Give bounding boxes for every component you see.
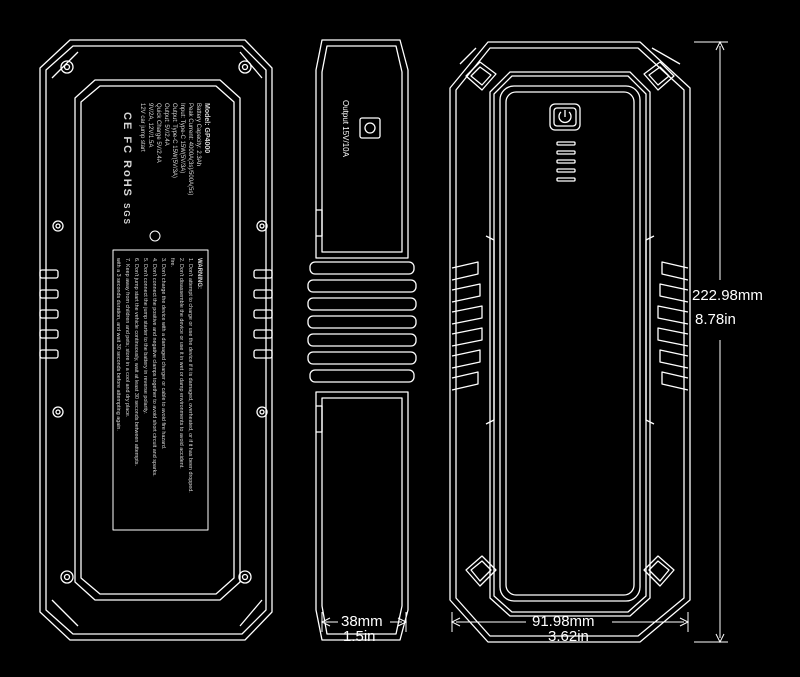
warning-line: 5. Don't connect the jump starter to the…	[142, 258, 148, 414]
warning-box	[112, 249, 209, 531]
back-outer-shell	[39, 39, 273, 641]
side-lower-body	[315, 391, 409, 641]
warning-line: 3. Don't charge the device with a damage…	[160, 258, 166, 450]
thickness-in-label: 1.5in	[343, 628, 376, 645]
warning-line: 2. Don't disassemble the device or use i…	[178, 258, 184, 469]
ce-mark-icon: CE	[121, 112, 133, 132]
spec-line: Battery Capacity: 2.3Ah	[195, 103, 201, 167]
side-upper-body	[315, 39, 409, 259]
back-grip-ribs	[39, 269, 273, 359]
warning-line: with a 3 seconds duration, and wait 30 s…	[115, 258, 121, 431]
cert-marks: CE FC RoHS SGS	[121, 112, 133, 226]
spec-line: Output: Type-C 15W(5V/3A)	[171, 103, 177, 178]
thickness-dimension	[320, 612, 408, 632]
front-outer-shell	[449, 41, 691, 643]
back-view	[39, 39, 273, 641]
warning-line: 4. Don't connect the positive and negati…	[151, 258, 157, 477]
height-dimension	[694, 40, 728, 644]
height-in-label: 8.78in	[695, 311, 736, 328]
warning-title: WARNING:	[196, 258, 202, 289]
sgs-mark-icon: SGS	[122, 203, 131, 226]
power-button	[549, 103, 581, 131]
front-view	[449, 41, 691, 643]
spec-line: 9V/2A, 12V/1.5A	[147, 103, 153, 148]
spec-line: Input: Type-C 15W(5V/3A)	[179, 103, 185, 174]
height-mm-label: 222.98mm	[692, 287, 763, 304]
product-spec-label: Model: GP4000 Battery Capacity: 2.3Ah Pe…	[138, 103, 210, 195]
width-in-label: 3.62in	[548, 628, 589, 645]
back-corner-screws	[52, 60, 268, 584]
front-corner-pads	[465, 61, 675, 587]
width-mm-label: 91.98mm	[532, 613, 595, 630]
front-side-ribs	[451, 261, 689, 391]
warning-line: fire.	[169, 258, 175, 267]
front-panel	[499, 85, 641, 602]
width-dimension	[450, 612, 690, 632]
spec-line: Quick Charge 5V/2.4A	[155, 103, 161, 163]
warning-line: 1. Don't attempt to charge or use the de…	[187, 258, 193, 493]
spec-line: Peak Current: 4000A(3s)/500A(5s)	[187, 103, 193, 196]
rohs-mark-icon: RoHS	[121, 160, 133, 199]
battery-indicator-leds	[556, 141, 576, 182]
side-grip-bands	[307, 261, 417, 383]
warning-text: WARNING: 1. Don't attempt to charge or u…	[113, 258, 203, 493]
warning-line: 6. Don't jump start the vehicle continuo…	[133, 258, 139, 466]
spec-line: Output: 5V/2.4A	[163, 103, 169, 146]
front-raised-frame	[489, 71, 651, 617]
side-view	[307, 39, 417, 641]
back-inner-panel	[74, 79, 241, 601]
spec-line: 12V car jump start	[139, 103, 145, 152]
dc-output-port	[359, 117, 381, 139]
side-output-label: Output 15V/10A	[341, 100, 350, 157]
fcc-mark-icon: FC	[121, 136, 133, 156]
model-name: Model: GP4000	[203, 103, 210, 154]
thickness-mm-label: 38mm	[341, 613, 383, 630]
warning-line: 7. Keep away from children and pets; sto…	[124, 258, 130, 418]
